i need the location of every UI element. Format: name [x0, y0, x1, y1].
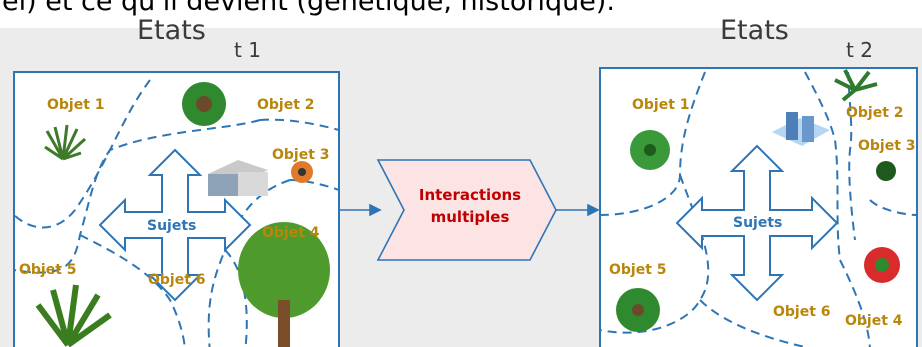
palm-icon — [630, 130, 670, 170]
interactions-line-1: Interactions — [418, 186, 522, 204]
building-icon — [772, 112, 830, 146]
plant-icon — [44, 124, 87, 161]
right-time: t 2 — [846, 38, 873, 62]
palm-icon — [834, 69, 878, 102]
left-time: t 1 — [234, 38, 261, 62]
left-title: Etats — [137, 15, 206, 46]
left-objet-1: Objet 1 — [47, 97, 105, 113]
interactions-line-2: multiples — [430, 208, 510, 226]
flower-icon — [876, 161, 896, 181]
connector-left — [339, 203, 382, 217]
flower-icon — [291, 161, 313, 183]
left-sujets: Sujets — [147, 218, 197, 234]
right-objet-1: Objet 1 — [632, 97, 690, 113]
right-objet-4: Objet 4 — [845, 313, 903, 329]
right-objet-3: Objet 3 — [858, 138, 916, 154]
bush-icon — [35, 284, 112, 347]
left-objet-5: Objet 5 — [19, 262, 77, 278]
building-icon — [208, 160, 268, 196]
palm-icon — [616, 288, 660, 332]
left-objet-4: Objet 4 — [262, 225, 320, 241]
right-objet-6: Objet 6 — [773, 304, 831, 320]
interactions-shape — [376, 159, 557, 261]
left-four-way-arrow — [98, 148, 252, 302]
right-four-way-arrow — [675, 144, 839, 302]
interactions-label: Interactions multiples — [390, 184, 550, 228]
right-objet-5: Objet 5 — [609, 262, 667, 278]
header-text: el) et ce qu'il devient (génétique, hist… — [0, 0, 922, 28]
left-objet-3: Objet 3 — [272, 147, 330, 163]
right-sujets: Sujets — [733, 215, 783, 231]
right-objet-2: Objet 2 — [846, 105, 904, 121]
left-objet-6: Objet 6 — [148, 272, 206, 288]
tree-icon — [238, 222, 330, 347]
right-title: Etats — [720, 15, 789, 46]
flower-icon — [864, 247, 900, 283]
palm-icon — [182, 82, 226, 126]
left-objet-2: Objet 2 — [257, 97, 315, 113]
connector-right — [553, 203, 600, 217]
